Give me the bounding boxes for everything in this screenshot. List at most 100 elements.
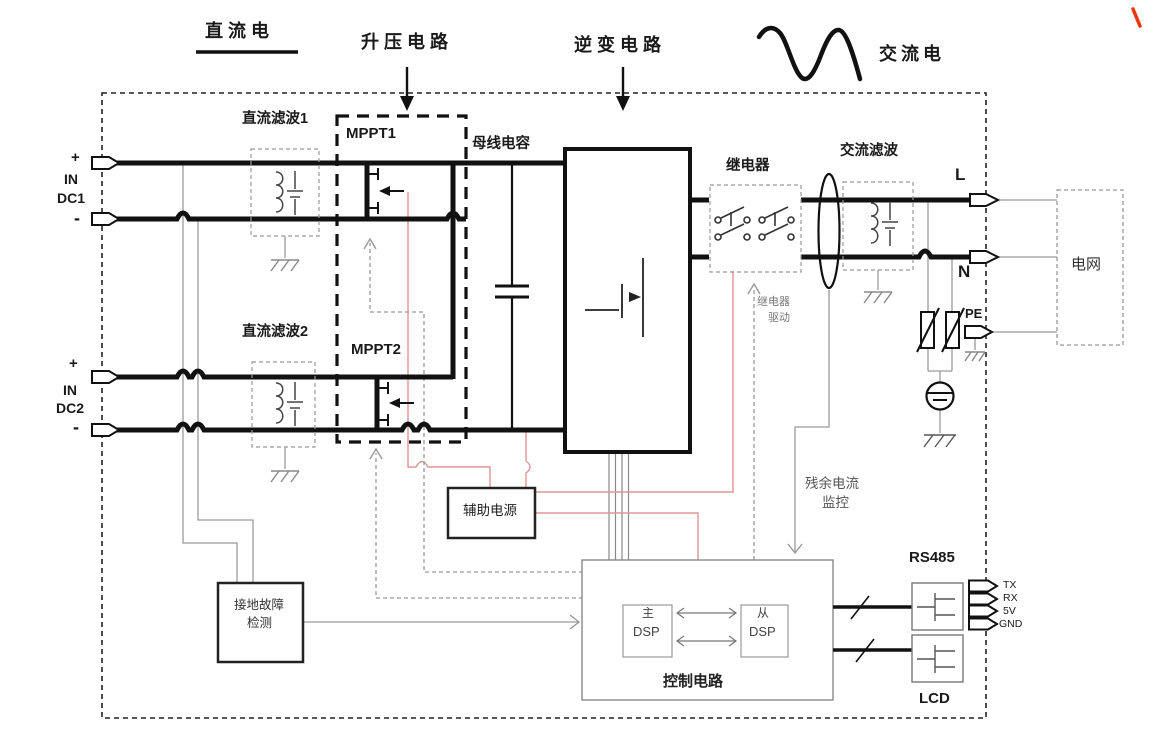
dc-filter2-label: 直流滤波2 [242, 324, 309, 340]
dc1-id-label: DC1 [57, 190, 86, 206]
ac-filter-box [842, 181, 914, 271]
5v-pin [968, 604, 999, 618]
ground-fault-box [216, 581, 305, 664]
dc-current-label: 直流电 [205, 21, 274, 41]
enclosure-frame [101, 92, 987, 719]
pe-terminal [964, 325, 995, 339]
power-rails [117, 160, 970, 433]
l-label: L [955, 165, 966, 184]
mppt2-label: MPPT2 [351, 341, 402, 358]
boost-stage-box [335, 114, 468, 444]
ac-current-label: 交流电 [879, 44, 945, 64]
relay-drive-label-line2: 驱动 [768, 312, 790, 324]
dc-filter2-box [251, 361, 316, 448]
residual-current-label-line2: 监控 [822, 495, 849, 510]
inverter-block [563, 147, 692, 454]
terminals [91, 156, 1001, 437]
control-box [581, 559, 834, 701]
dc-filter1-label: 直流滤波1 [242, 111, 309, 127]
ground-fault-label-line1: 接地故障 [234, 598, 285, 612]
ground-icon [270, 470, 300, 483]
lc-filter-icon [275, 382, 303, 426]
gnd-pin [968, 617, 999, 631]
slave-dsp-box [740, 604, 789, 658]
inverter-circuit-label: 逆变电路 [574, 35, 666, 55]
5v-label: 5V [1003, 605, 1016, 617]
lc-filter-icon [275, 171, 303, 215]
gas-discharge-tube-icon [925, 381, 955, 411]
dc2-id-label: DC2 [56, 400, 85, 416]
gate-drive-wires [608, 453, 630, 560]
drive-arrowheads [363, 237, 761, 460]
master-dsp-label-line2: DSP [633, 624, 660, 639]
dc1-in-label: IN [64, 171, 78, 187]
gnd-label: GND [999, 618, 1023, 630]
drive-control-dashed [369, 243, 755, 599]
bus-capacitor-icon [495, 165, 529, 428]
relay-box [709, 184, 802, 273]
ground-icon [923, 434, 956, 448]
relay-label: 继电器 [726, 158, 770, 174]
residual-current-label-line1: 残余电流 [805, 476, 859, 491]
boost-arrow-icon [400, 67, 414, 111]
relay-contacts-icon [714, 206, 795, 241]
dc1-minus-terminal [91, 212, 121, 226]
rx-label: RX [1003, 592, 1018, 604]
tx-pin [968, 579, 999, 593]
n-terminal [969, 250, 1001, 264]
aux-power-wires [407, 192, 734, 560]
sensing-arrowheads [569, 543, 803, 630]
n-label: N [958, 262, 971, 281]
bus-capacitor-label: 母线电容 [472, 136, 530, 152]
dc2-minus-terminal [91, 423, 121, 437]
ground-fault-label-line2: 检测 [247, 616, 273, 630]
lcd-label: LCD [919, 690, 950, 707]
dc-filter1-box [250, 148, 320, 237]
pe-label: PE [965, 306, 983, 321]
lcd-connector-box [911, 634, 964, 683]
rx-pin [968, 592, 999, 606]
mosfet-icon [585, 258, 644, 337]
dc1-plus-terminal [91, 156, 121, 170]
grid-label: 电网 [1071, 256, 1102, 273]
ct-ring-icon [817, 172, 841, 290]
ground-icons [270, 259, 986, 483]
ac-filter-label: 交流滤波 [840, 143, 898, 159]
master-dsp-label-line1: 主 [642, 606, 655, 620]
dsp-link-arrows [675, 607, 738, 647]
dc2-plus-label: + [69, 355, 78, 372]
relay-drive-label-line1: 继电器 [757, 296, 790, 308]
rs485-connector-box [911, 582, 964, 631]
dc1-plus-label: + [71, 149, 80, 166]
ground-icon [270, 259, 300, 272]
aux-power-box [446, 486, 537, 540]
mppt1-label: MPPT1 [346, 125, 397, 142]
comm-bus-lines [833, 595, 912, 663]
connector-icon [917, 645, 955, 673]
slave-dsp-label-line2: DSP [749, 624, 776, 639]
dc1-minus-label: - [74, 208, 80, 228]
ground-icon [863, 291, 893, 304]
ground-icon [964, 351, 986, 362]
master-dsp-box [622, 604, 673, 658]
rs485-label: RS485 [909, 549, 955, 566]
mppt1-switch-icon [367, 168, 404, 214]
mppt2-switch-icon [377, 382, 414, 426]
sine-wave-icon [756, 25, 863, 82]
varistor-icons [916, 307, 965, 353]
dc2-in-label: IN [63, 382, 77, 398]
dc2-plus-terminal [91, 370, 121, 384]
aux-power-label: 辅助电源 [463, 503, 517, 518]
slave-dsp-label-line1: 从 [757, 606, 770, 620]
grid-box [1056, 189, 1124, 346]
tx-label: TX [1003, 579, 1017, 591]
control-circuit-label: 控制电路 [663, 673, 724, 690]
boost-circuit-label: 升压电路 [361, 32, 453, 52]
lc-filter-icon [870, 202, 898, 246]
corner-red-tick [1131, 7, 1142, 28]
l-terminal [969, 193, 1001, 207]
rs485-pins [968, 579, 999, 631]
dc2-minus-label: - [73, 417, 79, 437]
